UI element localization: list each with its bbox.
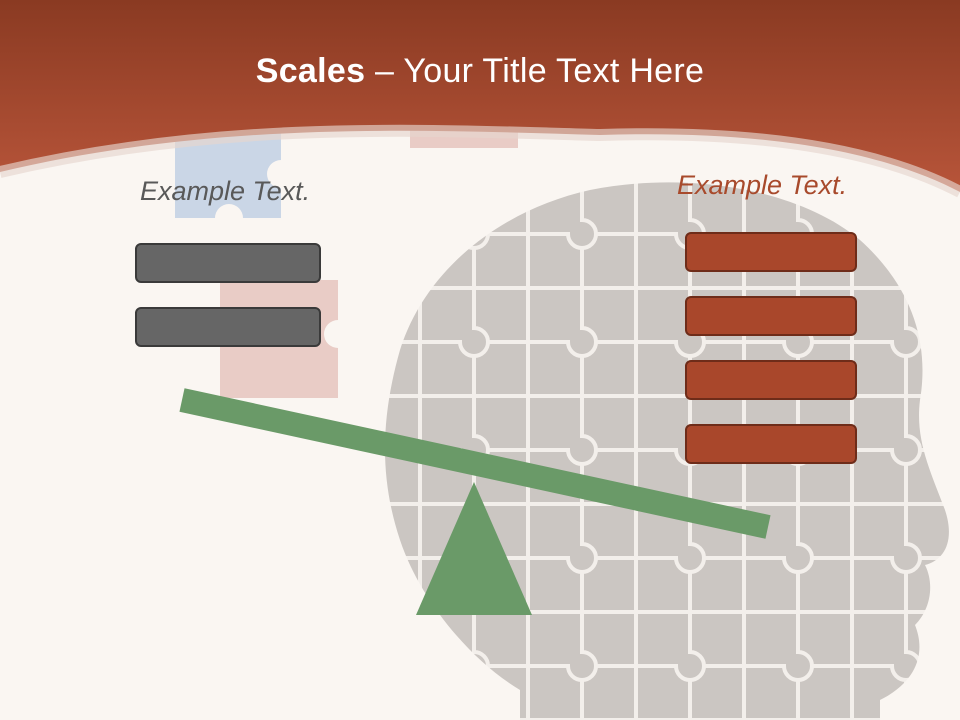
left-weight-block-2	[135, 307, 321, 347]
left-weight-block-1	[135, 243, 321, 283]
title-bold-text: Scales	[255, 52, 366, 90]
right-weight-block-2	[685, 296, 857, 336]
left-caption: Example Text.	[140, 176, 311, 206]
title-rest-text: – Your Title Text Here	[365, 52, 705, 90]
scale-beam	[179, 388, 771, 539]
right-weight-block-4	[685, 424, 857, 464]
header-band	[0, 0, 960, 192]
right-caption: Example Text.	[677, 170, 848, 200]
header-swoosh	[0, 124, 960, 198]
right-weight-block-3	[685, 360, 857, 400]
scale-fulcrum	[416, 482, 532, 615]
right-weight-block-1	[685, 232, 857, 272]
slide-title: Scales – Your Title Text Here	[0, 52, 960, 91]
